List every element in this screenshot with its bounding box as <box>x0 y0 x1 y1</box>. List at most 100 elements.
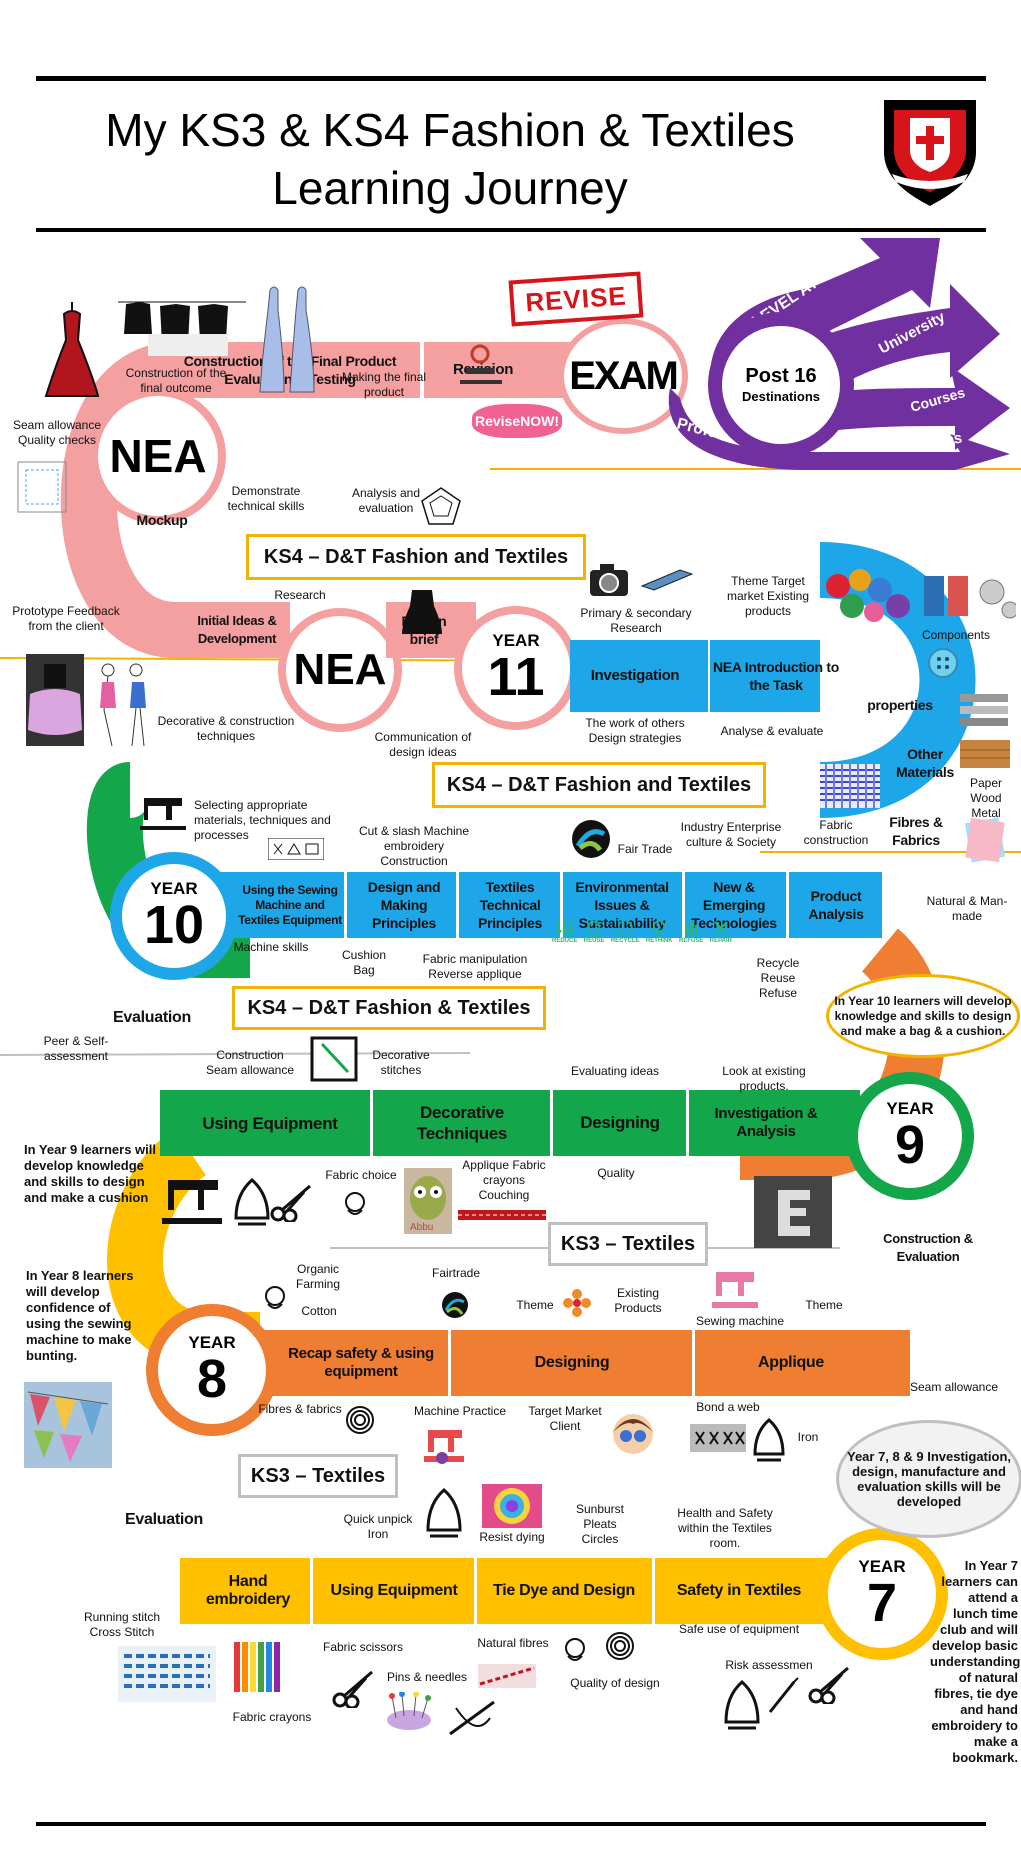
bottom-rule <box>36 1822 986 1826</box>
segment-designing-y8: Designing <box>534 1354 610 1371</box>
note-construction-seam: Construction Seam allowance <box>205 1048 295 1077</box>
refuse-icon: REFUSE <box>679 918 703 954</box>
segment-other-materials: Other Materials <box>896 746 954 780</box>
note-health-safety: Health and Safety within the Textiles ro… <box>677 1506 773 1550</box>
note-evaluating-ideas: Evaluating ideas <box>570 1064 660 1078</box>
segment-hand-embroidery: Hand embroidery <box>205 1573 291 1608</box>
note-construction-final: Construction of the final outcome <box>125 366 227 395</box>
segment-nea-intro: NEA Introduction to the Task <box>713 659 839 693</box>
segment-using-equipment-y7: Using Equipment <box>330 1582 458 1599</box>
crayons-icon <box>234 1642 280 1692</box>
scissors-icon <box>270 1184 311 1222</box>
bond-web-icon <box>690 1424 746 1452</box>
seam-diagram-icon <box>17 461 67 513</box>
segment-mockup: Mockup <box>136 512 188 528</box>
client-face-icon <box>613 1414 653 1454</box>
segment-investigation: Investigation <box>590 667 680 684</box>
segment-tie-dye: Tie Dye and Design <box>493 1582 635 1599</box>
banner-ks4-top: KS4 – D&T Fashion and Textiles <box>246 534 586 580</box>
note-cut-slash: Cut & slash Machine embroidery Construct… <box>358 824 470 868</box>
note-fabric-crayons: Fabric crayons <box>232 1710 312 1724</box>
svg-text:Abbu: Abbu <box>410 1222 433 1233</box>
metal-pipes-icon <box>960 694 1008 726</box>
paper-sheets-icon <box>964 817 1006 863</box>
note-recycle: Recycle Reuse Refuse <box>756 956 800 1000</box>
note-selecting: Selecting appropriate materials, techniq… <box>194 798 331 842</box>
segment-construction-final: Construction of the Final Product Evalua… <box>183 353 397 387</box>
garments-line-icon <box>118 301 246 356</box>
fingerprint-y7-icon <box>606 1632 634 1660</box>
note-iron: Iron <box>797 1430 819 1444</box>
iron-icon <box>234 1178 270 1226</box>
buttons-pile-icon <box>826 569 910 622</box>
segment-designing-y9: Designing <box>580 1113 660 1132</box>
spider-chart-icon <box>421 487 461 525</box>
scissors-risk-icon <box>808 1666 849 1704</box>
fairtrade-logo-icon <box>572 820 610 858</box>
note-fabric-scissors: Fabric scissors <box>322 1640 403 1654</box>
note-machine-practice: Machine Practice <box>413 1404 507 1418</box>
segment-applique: Applique <box>757 1354 825 1371</box>
note-natural-manmade: Natural & Man-made <box>926 894 1008 923</box>
six-rs-row: REDUCE REUSE RECYCLE RETHINK REFUSE REPA… <box>552 918 732 954</box>
wood-icon <box>960 740 1010 768</box>
cotton-y7-icon <box>565 1638 585 1661</box>
note-demonstrate: Demonstrate technical skills <box>227 484 305 513</box>
revise-now-badge: ReviseNOW! <box>472 404 562 438</box>
segment-construction-evaluation: Construction & Evaluation <box>883 1231 973 1264</box>
natural-fibres-strip-icon <box>478 1664 536 1688</box>
e-cushion-icon <box>754 1176 832 1248</box>
sewing-machine-icon <box>140 798 186 830</box>
note-analysis-eval: Analysis and evaluation <box>351 486 421 515</box>
note-look-existing: Look at existing products. <box>722 1064 806 1093</box>
note-work-of-others: The work of others Design strategies <box>585 716 685 745</box>
arrow-routes: Routes <box>911 430 963 452</box>
top-rule <box>36 76 986 81</box>
note-theme2: Theme <box>805 1298 843 1312</box>
segment-initial-ideas: Initial Ideas & Development <box>197 613 277 646</box>
banner-ks3-lower: KS3 – Textiles <box>238 1454 398 1498</box>
school-crest-icon <box>884 100 976 206</box>
red-dress-icon <box>44 302 100 397</box>
note-existing-products: Existing Products <box>614 1286 662 1315</box>
note-applique-crayons: Applique Fabric crayons Couching <box>462 1158 546 1202</box>
note-pins-needles: Pins & needles <box>386 1670 468 1684</box>
note-peer-self: Peer & Self-assessment <box>43 1034 109 1063</box>
note-primary-secondary: Primary & secondary Research <box>580 606 692 635</box>
mannequin-icon <box>402 580 442 634</box>
note-risk: Risk assessmen <box>725 1658 813 1672</box>
note-sunburst: Sunburst Pleats Circles <box>575 1502 625 1546</box>
iron-y7-icon <box>426 1488 462 1538</box>
pink-sewing-machine-icon <box>712 1272 758 1308</box>
note-year8: In Year 8 learners will develop confiden… <box>26 1268 134 1363</box>
scissors-y7-icon <box>332 1670 373 1708</box>
nea-circle-upper: NEA <box>90 388 226 524</box>
stitch-sampler-icon <box>118 1646 216 1702</box>
care-labels-icon <box>268 838 324 860</box>
note-fabric-choice: Fabric choice <box>325 1168 397 1182</box>
iron-y8-icon <box>753 1418 785 1462</box>
segment-properties: properties <box>867 697 933 713</box>
segment-environmental: Environmental Issues & Sustainability <box>575 879 669 931</box>
note-components: Components <box>921 628 991 642</box>
iron-y7-risk-icon <box>724 1680 760 1730</box>
segment-safety-textiles: Safety in Textiles <box>676 1582 802 1599</box>
tutu-skirt-icon <box>26 654 84 746</box>
segment-sewing-machine: Using the Sewing Machine and Textiles Eq… <box>238 882 342 927</box>
pencil-icon <box>640 569 694 591</box>
banner-ks4-low: KS4 – D&T Fashion & Textiles <box>232 986 546 1030</box>
seam-ripper-icon <box>768 1677 799 1713</box>
rethink-icon: RETHINK <box>646 918 673 954</box>
revise-stamp: REVISE <box>508 271 644 327</box>
note-quality-design: Quality of design <box>570 1676 660 1690</box>
header-rule <box>36 228 986 232</box>
repair-icon: REPAIR <box>710 918 732 954</box>
fabric-construction-icon <box>820 764 880 808</box>
note-quick-unpick: Quick unpick Iron <box>343 1512 413 1541</box>
segment-decorative-techniques: Decorative Techniques <box>416 1103 508 1143</box>
pincushion-icon <box>387 1692 431 1730</box>
note-resist-dying: Resist dying <box>479 1530 545 1544</box>
